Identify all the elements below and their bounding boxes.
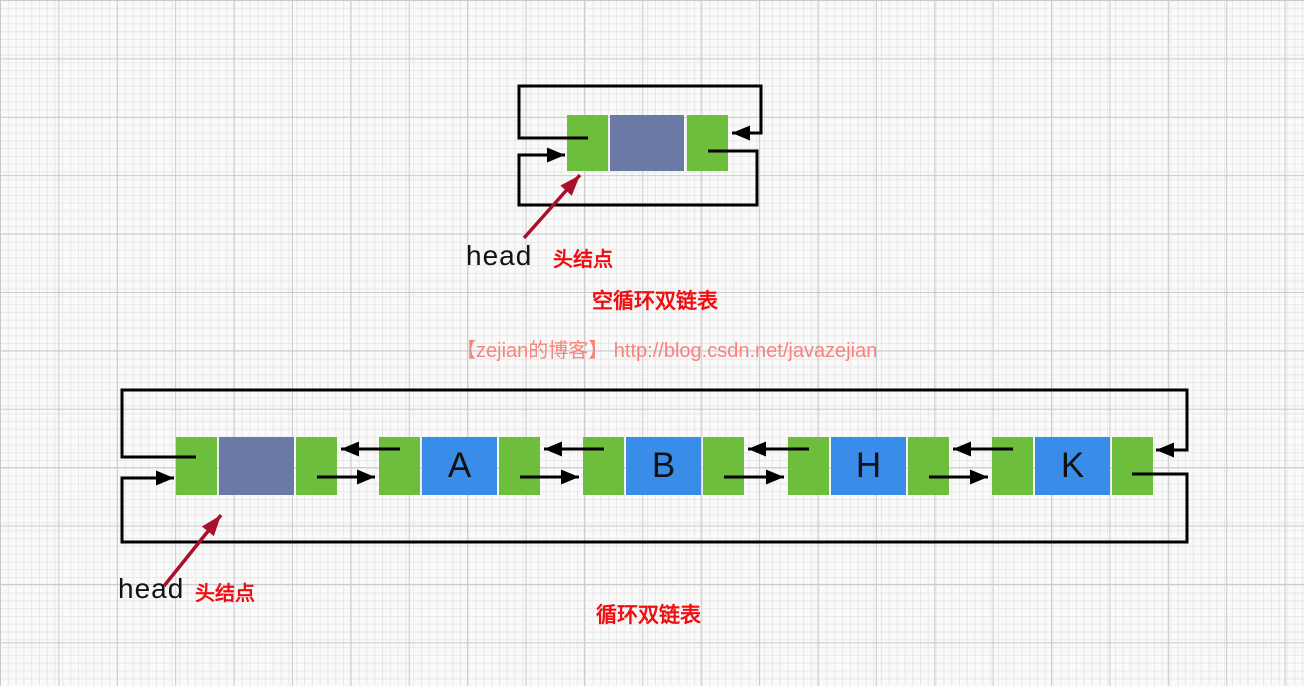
head-data-cell — [610, 115, 684, 171]
node-k-data-cell: K — [1035, 437, 1110, 495]
head-annotation-label: 头结点 — [553, 249, 613, 271]
node-a-data-cell: A — [422, 437, 497, 495]
node-b-data-cell: B — [626, 437, 701, 495]
head-prev-pointer-cell — [176, 437, 217, 495]
node-a-prev-pointer-cell — [379, 437, 420, 495]
head-annotation-arrow — [522, 173, 582, 240]
head-label: head — [118, 573, 185, 604]
node-k-next-pointer-cell — [1112, 437, 1153, 495]
head-annotation-label: 头结点 — [195, 583, 255, 605]
node-b-next-pointer-cell — [703, 437, 744, 495]
node-b-prev-pointer-cell — [583, 437, 624, 495]
node-h-next-pointer-cell — [908, 437, 949, 495]
node-h-prev-pointer-cell — [788, 437, 829, 495]
head-label: head — [466, 240, 533, 271]
empty-list-caption: 空循环双链表 — [592, 290, 718, 313]
watermark-text: 【zejian的博客】 http://blog.csdn.net/javazej… — [456, 340, 878, 362]
node-a-next-pointer-cell — [499, 437, 540, 495]
head-next-pointer-cell — [687, 115, 728, 171]
head-next-pointer-cell — [296, 437, 337, 495]
node-h-data-cell: H — [831, 437, 906, 495]
head-data-cell — [219, 437, 294, 495]
node-k-prev-pointer-cell — [992, 437, 1033, 495]
head-prev-pointer-cell — [567, 115, 608, 171]
circular-list-caption: 循环双链表 — [596, 604, 701, 627]
